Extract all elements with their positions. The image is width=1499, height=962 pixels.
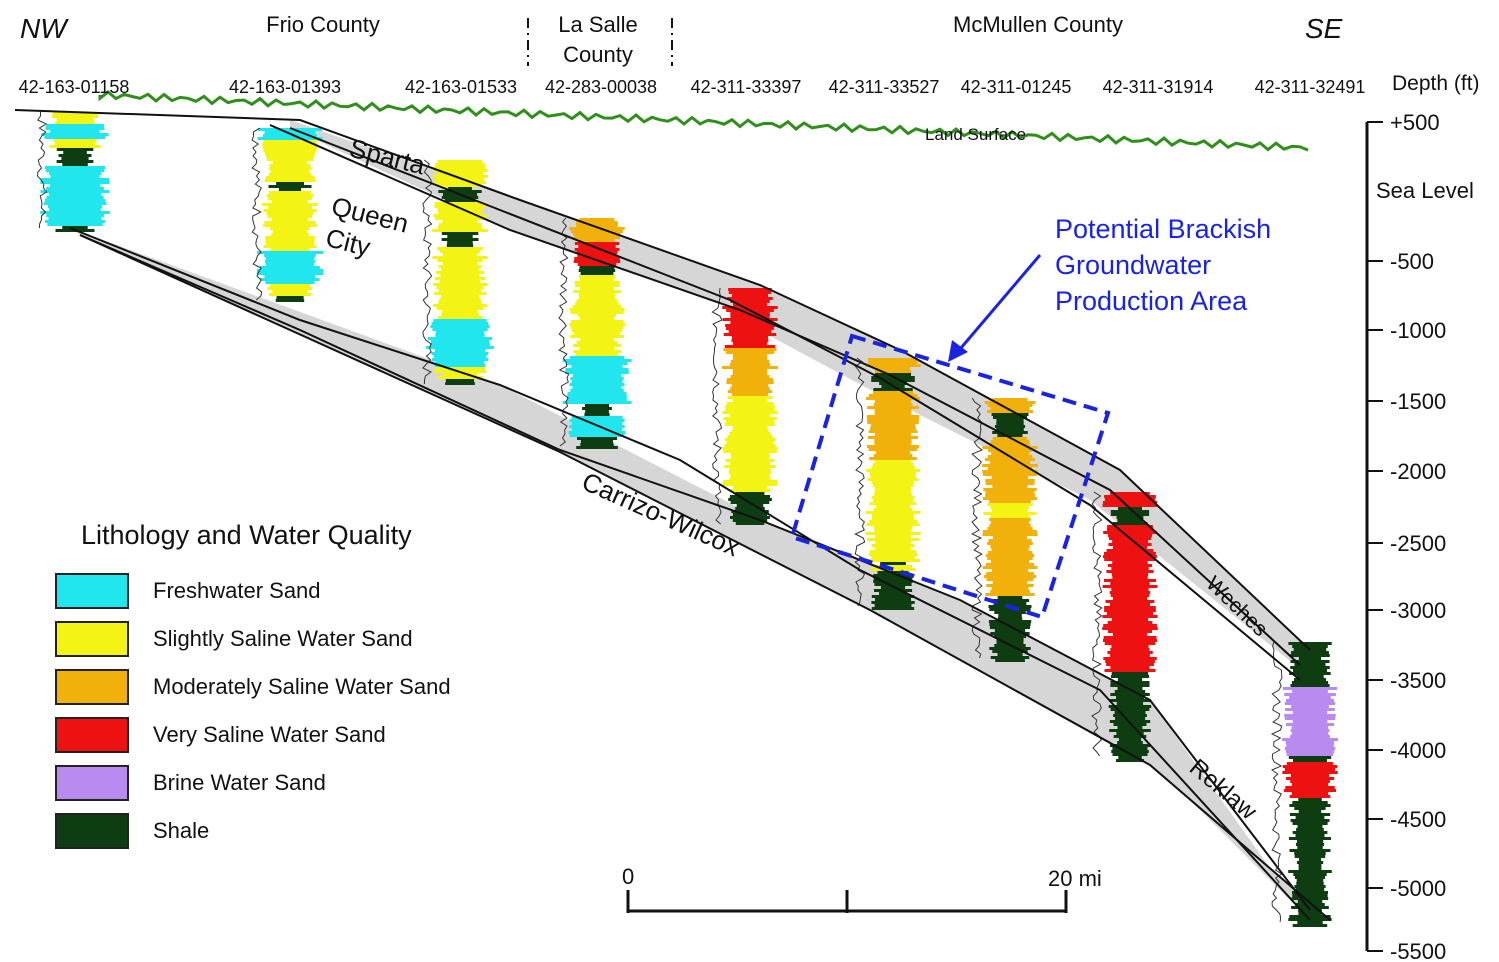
legend: Lithology and Water Quality Freshwater S… — [55, 520, 451, 855]
well-id: 42-311-32491 — [1255, 77, 1366, 97]
direction-se: SE — [1305, 13, 1343, 44]
legend-item: Brine Water Sand — [55, 759, 451, 807]
legend-item: Slightly Saline Water Sand — [55, 615, 451, 663]
county-mcmullen: McMullen County — [953, 12, 1123, 37]
legend-label: Shale — [153, 818, 210, 843]
legend-swatch — [55, 765, 129, 801]
land-surface-line — [98, 89, 1309, 152]
label-land-surface: Land Surface — [925, 125, 1026, 144]
well-log — [558, 217, 632, 449]
well-log — [1270, 641, 1338, 927]
scale-bar: 0 20 mi — [622, 864, 1102, 913]
scale-bar-start: 0 — [622, 864, 634, 889]
depth-tick-label: -3500 — [1390, 668, 1446, 693]
depth-tick-label: -1500 — [1390, 389, 1446, 414]
well-log — [1091, 491, 1158, 762]
legend-item: Shale — [55, 807, 451, 855]
well-id: 42-163-01393 — [229, 77, 341, 97]
depth-tick-label: -5500 — [1390, 939, 1446, 962]
well-log — [971, 397, 1038, 662]
well-id: 42-311-33527 — [829, 77, 940, 97]
well-id: 42-311-01245 — [961, 77, 1072, 97]
legend-item: Very Saline Water Sand — [55, 711, 451, 759]
depth-tick-label: -3000 — [1390, 598, 1446, 623]
label-sparta: Sparta — [347, 133, 429, 181]
legend-title: Lithology and Water Quality — [81, 520, 412, 550]
well-logs — [36, 112, 1338, 927]
well-id: 42-311-31914 — [1103, 77, 1214, 97]
legend-item: Moderately Saline Water Sand — [55, 663, 451, 711]
well-id: 42-283-00038 — [545, 77, 657, 97]
legend-label: Brine Water Sand — [153, 770, 326, 795]
depth-tick-label: -500 — [1390, 249, 1434, 274]
well-id: 42-311-33397 — [691, 77, 802, 97]
depth-tick-label: -5000 — [1390, 876, 1446, 901]
well-id: 42-163-01533 — [405, 77, 517, 97]
legend-label: Very Saline Water Sand — [153, 722, 386, 747]
legend-label: Moderately Saline Water Sand — [153, 674, 451, 699]
legend-item: Freshwater Sand — [55, 567, 451, 615]
legend-label: Freshwater Sand — [153, 578, 321, 603]
county-frio: Frio County — [266, 12, 380, 37]
callout-label: Potential Brackish Groundwater Productio… — [1055, 214, 1279, 316]
depth-tick-label: Sea Level — [1376, 178, 1474, 203]
callout-arrow — [953, 254, 1042, 356]
direction-nw: NW — [20, 13, 69, 44]
well-log — [251, 127, 324, 302]
depth-tick-label: -1000 — [1390, 318, 1446, 343]
well-log — [422, 159, 494, 385]
legend-swatch — [55, 621, 129, 657]
brackish-production-area-box — [789, 333, 1111, 620]
legend-label: Slightly Saline Water Sand — [153, 626, 413, 651]
legend-swatch — [55, 669, 129, 705]
callout-arrow-head — [948, 340, 968, 362]
scale-bar-end: 20 mi — [1048, 866, 1102, 891]
formation-boundaries — [14, 109, 1331, 921]
well-log — [36, 112, 110, 232]
depth-tick-label: -4500 — [1390, 807, 1446, 832]
well-id-labels: 42-163-01158 42-163-01393 42-163-01533 42-2… — [19, 77, 1366, 97]
depth-tick-label: -2500 — [1390, 531, 1446, 556]
depth-axis-title: Depth (ft) — [1392, 72, 1480, 95]
label-queen-city: QueenCity — [321, 191, 412, 270]
formation-bands — [70, 120, 1330, 920]
legend-swatch — [55, 573, 129, 609]
well-log — [711, 287, 778, 525]
depth-tick-label: -4000 — [1390, 738, 1446, 763]
legend-swatch — [55, 813, 129, 849]
well-id: 42-163-01158 — [19, 77, 130, 97]
depth-tick-label: +500 — [1390, 110, 1440, 135]
depth-tick-label: -2000 — [1390, 459, 1446, 484]
legend-swatch — [55, 717, 129, 753]
